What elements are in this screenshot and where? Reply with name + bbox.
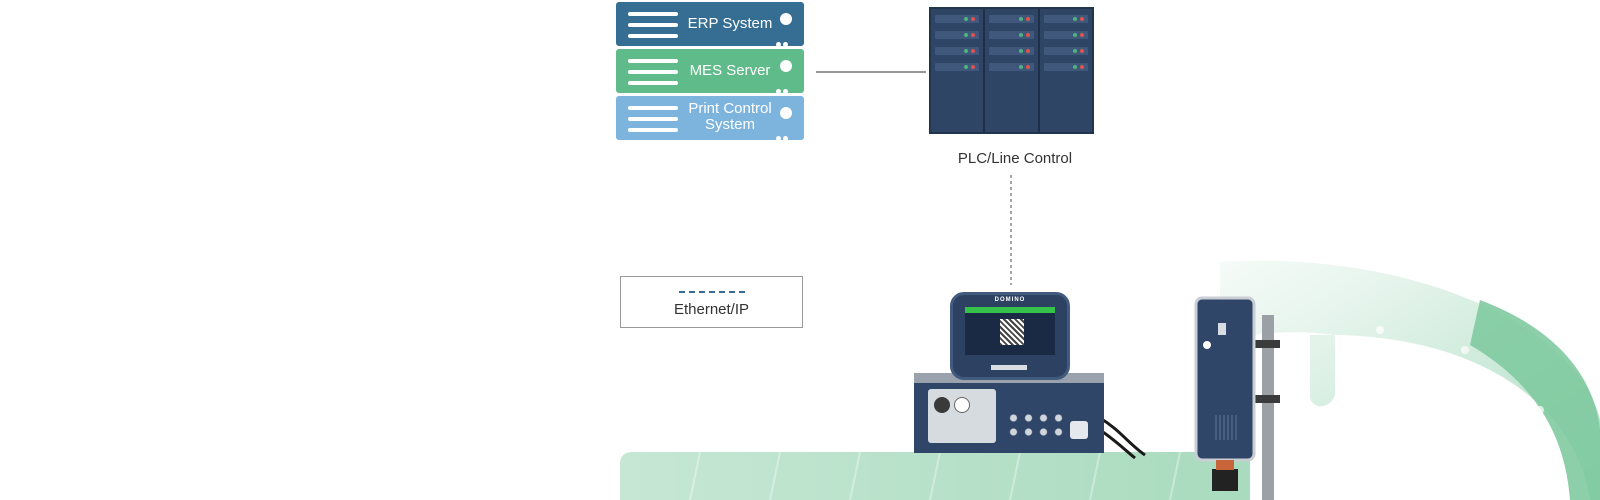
- led-red-icon: [1079, 49, 1084, 53]
- led-red-icon: [971, 65, 976, 69]
- plc-module: [989, 31, 1034, 39]
- mounting-pole: [1262, 315, 1274, 500]
- plc-module: [989, 63, 1034, 71]
- led-green-icon: [964, 17, 969, 21]
- screen-header-bar: [965, 307, 1055, 313]
- brand-label: DOMINO: [994, 297, 1026, 303]
- plc-column: [985, 9, 1040, 132]
- led-red-icon: [971, 33, 976, 37]
- plc-module: [935, 31, 980, 39]
- connector-grid: [1006, 411, 1066, 441]
- server-erp: ERP System: [616, 2, 804, 47]
- led-green-icon: [1072, 33, 1077, 37]
- server-bars-icon: [628, 59, 678, 92]
- led-red-icon: [1025, 33, 1030, 37]
- server-mes-label: MES Server: [689, 62, 771, 79]
- server-led-icon: [780, 13, 792, 25]
- legend-label: Ethernet/IP: [673, 301, 750, 318]
- server-bars-icon: [628, 106, 678, 139]
- led-red-icon: [1079, 17, 1084, 21]
- led-green-icon: [1072, 49, 1077, 53]
- plc-module: [1043, 47, 1088, 55]
- server-print-control-label: Print Control System: [688, 100, 772, 133]
- plc-cabinet: [929, 7, 1094, 134]
- plc-module: [1043, 15, 1088, 23]
- plc-column: [931, 9, 986, 132]
- qr-code-icon: [1000, 319, 1024, 345]
- led-red-icon: [1079, 65, 1084, 69]
- plc-module: [935, 47, 980, 55]
- gauge-icon: [954, 397, 970, 413]
- screen-indicator: [991, 365, 1027, 370]
- led-green-icon: [1018, 49, 1023, 53]
- controller-screen: DOMINO: [950, 292, 1070, 380]
- server-dots-icon: [776, 128, 790, 141]
- led-green-icon: [1072, 65, 1077, 69]
- server-led-icon: [780, 60, 792, 72]
- led-red-icon: [971, 49, 976, 53]
- led-green-icon: [1018, 17, 1023, 21]
- power-socket-icon: [1070, 421, 1088, 439]
- plc-module: [1043, 63, 1088, 71]
- legend-dashed-line: [679, 291, 745, 293]
- plc-label: PLC/Line Control: [957, 150, 1073, 167]
- led-green-icon: [1018, 65, 1023, 69]
- server-mes: MES Server: [616, 49, 804, 94]
- server-dots-icon: [776, 81, 790, 94]
- screen-display: [965, 307, 1055, 355]
- cable: [1099, 416, 1146, 457]
- plc-column: [1040, 9, 1092, 132]
- server-bars-icon: [628, 12, 678, 45]
- controller-cabinet: [914, 373, 1104, 453]
- flat-conveyor: [620, 452, 1250, 500]
- plc-module: [989, 47, 1034, 55]
- led-green-icon: [1072, 17, 1077, 21]
- plc-module: [1043, 31, 1088, 39]
- led-green-icon: [964, 33, 969, 37]
- server-dots-icon: [776, 34, 790, 47]
- knob-icon: [934, 397, 950, 413]
- server-print-control: Print Control System: [616, 96, 804, 141]
- led-green-icon: [964, 49, 969, 53]
- printhead: [1194, 296, 1256, 462]
- led-green-icon: [1018, 33, 1023, 37]
- server-led-icon: [780, 107, 792, 119]
- led-red-icon: [971, 17, 976, 21]
- led-green-icon: [964, 65, 969, 69]
- led-red-icon: [1025, 17, 1030, 21]
- plc-module: [989, 15, 1034, 23]
- led-red-icon: [1025, 49, 1030, 53]
- plc-module: [935, 15, 980, 23]
- server-erp-label: ERP System: [687, 15, 773, 32]
- led-red-icon: [1079, 33, 1084, 37]
- legend-box: Ethernet/IP: [620, 276, 803, 328]
- plc-module: [935, 63, 980, 71]
- led-red-icon: [1025, 65, 1030, 69]
